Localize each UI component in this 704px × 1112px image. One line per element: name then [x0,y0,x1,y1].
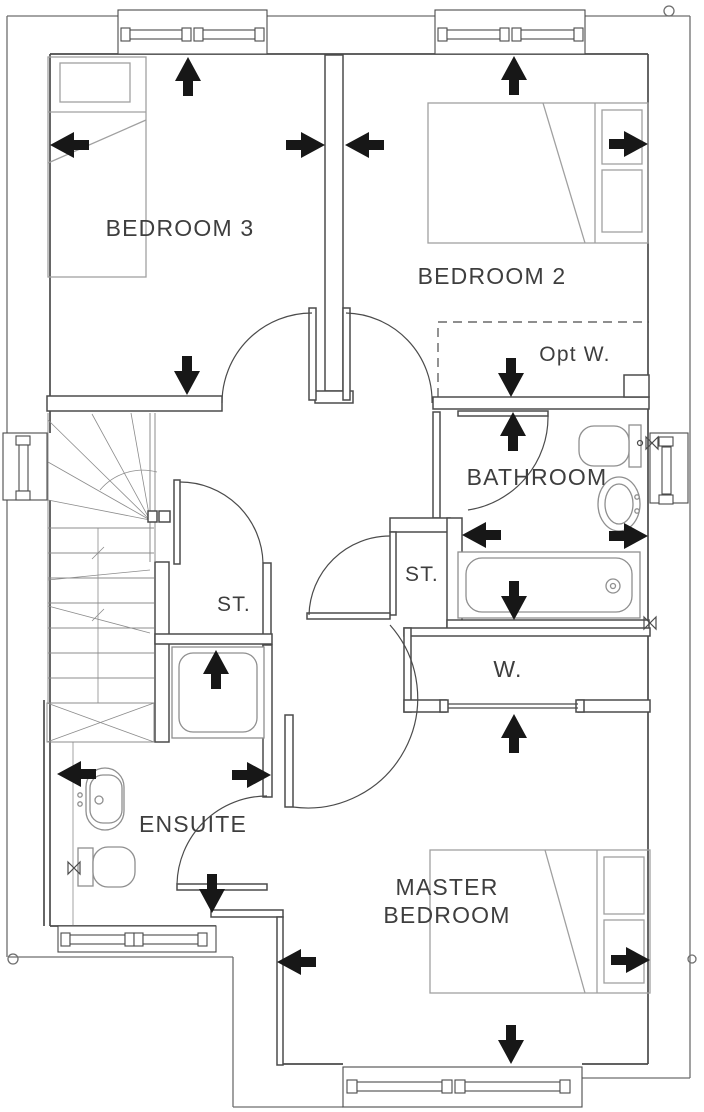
arrow-right-icon [286,132,325,158]
arrow-left-icon [50,132,89,158]
bedroom3-door-leaf [308,307,317,401]
valve-icon [67,860,81,876]
master-door-swing [292,624,419,809]
wall-bedroom3-south [46,395,223,412]
bedroom2-door-swing [345,312,433,404]
optional-wardrobe-outline [437,321,649,397]
wall-storage2-north [389,517,451,533]
arrow-left-icon [57,761,96,787]
bed-double-bedroom2 [427,102,649,244]
wardrobe-door-jamb [575,699,585,713]
exterior-envelope [6,5,697,1108]
label-wardrobe: W. [493,656,522,682]
wall-partition-bedrooms [324,54,344,392]
pillow [603,856,645,915]
label-ensuite: ENSUITE [139,811,247,837]
window-master [342,1066,583,1108]
label-master-bedroom-line2: BEDROOM [383,902,510,928]
pillow [601,169,643,233]
newel-post [158,510,171,523]
arrow-down-icon [174,356,200,395]
arrow-left-icon [277,949,316,975]
sink-bathroom [597,476,641,532]
bed-double-master [429,849,651,994]
wall-step [623,374,650,398]
staircase [46,412,171,743]
wardrobe-door-jamb [439,699,449,713]
window-bathroom [649,432,689,505]
label-master-bedroom-line1: MASTER [395,874,498,900]
wall-bedroom2-south [432,396,650,410]
arrow-up-icon [500,412,526,451]
window-bedroom3 [117,9,268,55]
svp-marker-bottom-right [687,954,697,964]
valve-icon [643,615,657,631]
arrow-right-icon [611,947,650,973]
label-bedroom3: BEDROOM 3 [106,215,255,241]
bed-single-bedroom3 [47,56,147,278]
wall-landing-bathroom [432,411,441,519]
wall-storage2-west [389,531,397,616]
toilet-bathroom [578,424,642,468]
storage1-door-leaf [173,479,181,565]
window-bedroom2 [434,9,586,55]
arrow-left-icon [462,522,501,548]
dimension-arrows [50,56,650,1064]
window-ensuite [57,925,217,953]
wall-master-west [276,916,284,1066]
bathroom-door-leaf [457,410,549,417]
wall-storage1-south [154,633,273,645]
valve-icon [645,435,659,451]
label-storage-landing: ST. [217,593,251,616]
arrow-right-icon [232,762,271,788]
storage2-door-leaf [306,612,391,620]
toilet-ensuite [77,846,136,888]
svp-marker-top-right [663,5,675,17]
pillow [601,109,643,165]
wall-ensuite-south [210,909,284,918]
pillow [603,919,645,984]
master-door-leaf [284,714,294,808]
label-bedroom2: BEDROOM 2 [418,263,567,289]
doors [173,307,549,891]
bathtub [457,551,641,619]
wall-wardrobe-south-right [577,699,651,713]
bedroom3-door-swing [221,312,313,404]
pillow [59,62,131,103]
arrow-up-icon [203,650,229,689]
storage2-door-swing [308,535,391,616]
sink-ensuite [77,767,125,831]
arrow-down-icon [498,358,524,397]
arrow-down-icon [498,1025,524,1064]
stair-void-box [46,702,155,743]
internal-walls [43,53,651,1066]
arrow-up-icon [501,714,527,753]
stop-valve-icons [67,435,659,876]
label-opt-wardrobe: Opt W. [539,343,610,366]
valve-dot-icon [636,439,644,447]
arrow-down-icon [199,874,225,913]
room-labels: BEDROOM 3 BEDROOM 2 Opt W. BATHROOM ST. … [106,215,610,928]
arrow-right-icon [609,131,648,157]
bathroom-door-swing [467,415,549,511]
window-stairs [2,432,48,501]
wall-stairs-east [154,561,170,743]
arrow-left-icon [345,132,384,158]
wardrobe-sliding-door [448,703,578,709]
storage1-door-swing [179,481,264,564]
arrow-up-icon [175,57,201,96]
bedroom2-door-leaf [342,307,351,401]
arrow-up-icon [501,56,527,95]
wall-wardrobe-north [403,627,651,637]
ensuite-door-swing [176,795,268,885]
arrow-right-icon [609,523,648,549]
stair-direction-marks [91,546,105,622]
arrow-down-icon [501,581,527,620]
label-storage-bathroom: ST. [405,563,439,586]
newel-post [147,510,158,523]
label-bathroom: BATHROOM [467,464,608,490]
svp-marker-bottom-left [7,953,19,965]
